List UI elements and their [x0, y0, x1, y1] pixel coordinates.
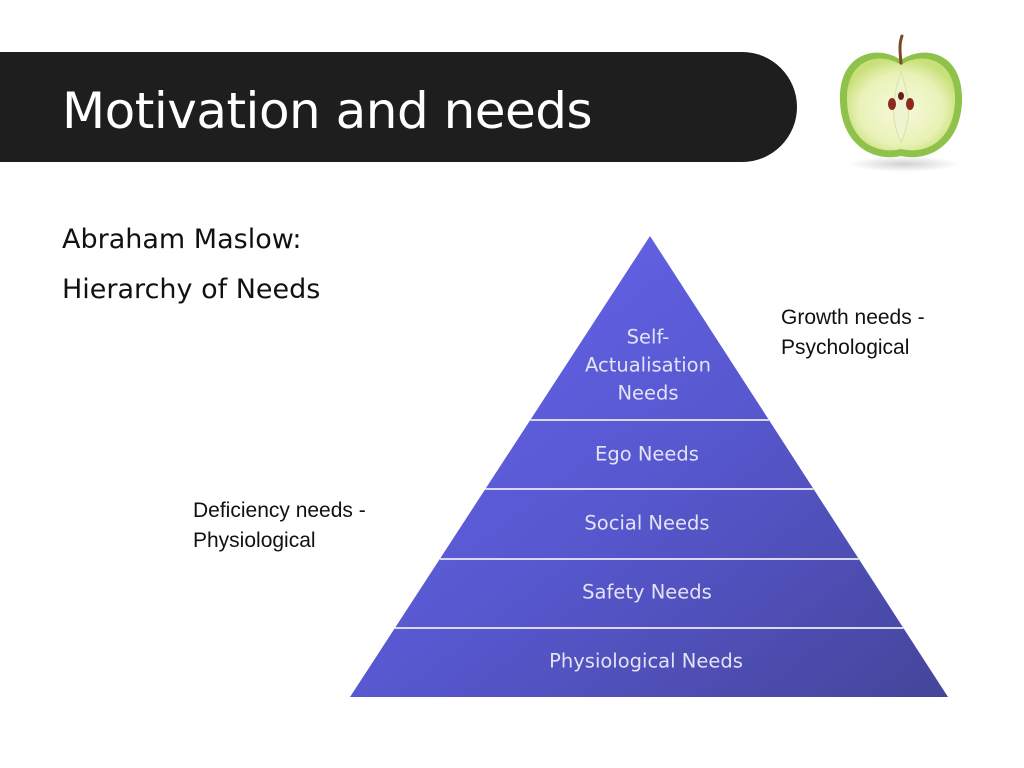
slide-title: Motivation and needs — [62, 82, 593, 140]
growth-needs-line1: Growth needs - — [781, 306, 925, 329]
pyramid-shape — [350, 236, 948, 697]
deficiency-needs-note: Deficiency needs - Physiological — [193, 496, 366, 556]
title-bar — [0, 52, 797, 162]
growth-needs-line2: Psychological — [781, 336, 910, 359]
pyramid-level-label: Self- — [627, 326, 670, 349]
deficiency-needs-line2: Physiological — [193, 529, 316, 552]
apple-half-image — [839, 34, 963, 172]
deficiency-needs-line1: Deficiency needs - — [193, 499, 366, 522]
pyramid-level-label: Safety Needs — [582, 581, 712, 604]
pyramid-level-label: Ego Needs — [595, 443, 699, 466]
growth-needs-note: Growth needs - Psychological — [781, 303, 925, 363]
pyramid-level-label: Actualisation — [585, 354, 711, 377]
pyramid-level-label: Needs — [617, 382, 678, 405]
pyramid-level-label: Social Needs — [584, 512, 709, 535]
subtitle-author: Abraham Maslow: — [62, 224, 302, 255]
subtitle-topic: Hierarchy of Needs — [62, 274, 321, 305]
pyramid-level-label: Physiological Needs — [549, 650, 743, 673]
